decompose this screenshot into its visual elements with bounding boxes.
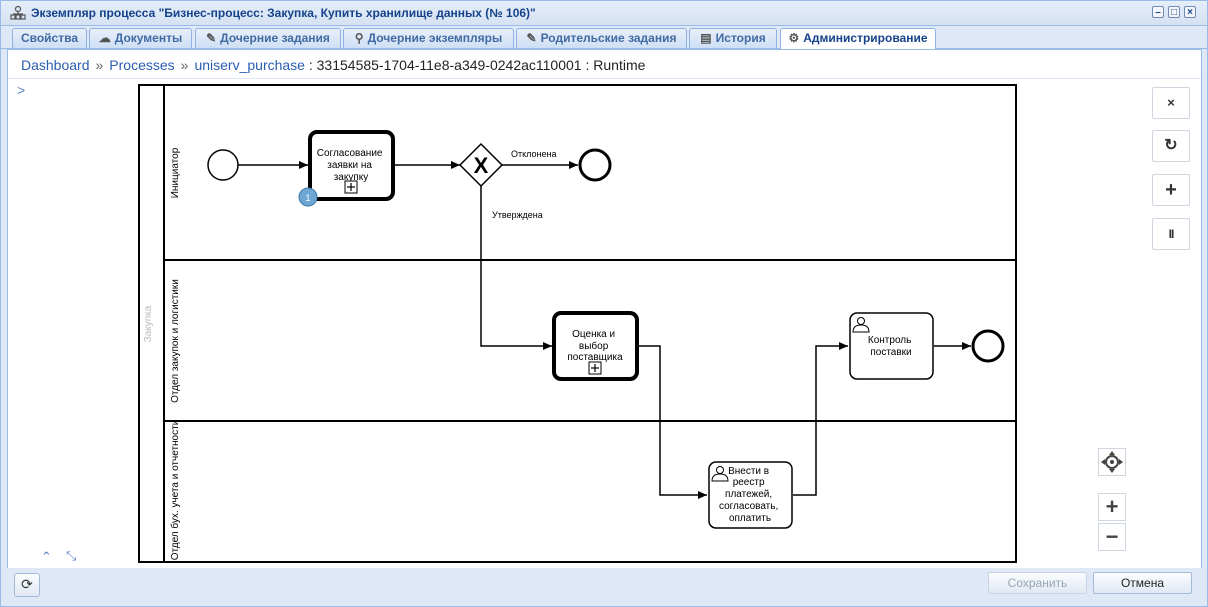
lane-procurement-label: Отдел закупок и логистики <box>170 279 181 403</box>
tab-history[interactable]: ▤История <box>689 28 777 48</box>
task-delivery-control-label: Контроль поставки <box>868 335 914 358</box>
tab-content: Dashboard » Processes » uniserv_purchase : 3… <box>7 49 1202 570</box>
end-event[interactable] <box>971 329 1005 363</box>
process-icon <box>10 5 26 20</box>
task-approve-request[interactable] <box>308 130 395 201</box>
tab-bar: Свойства ☁Документы ✎Дочерние задания ⚲Д… <box>1 26 1207 49</box>
token-count-badge[interactable] <box>298 187 318 207</box>
breadcrumb-processes[interactable]: Processes <box>109 57 175 73</box>
breadcrumb-definition[interactable]: uniserv_purchase <box>194 57 305 73</box>
tab-parent-tasks[interactable]: ✎Родительские задания <box>516 28 687 48</box>
reload-button[interactable]: ↻ <box>1152 130 1190 162</box>
flow-approved-label: Утверждена <box>492 210 543 220</box>
tab-documents[interactable]: ☁Документы <box>89 28 192 48</box>
tab-label: Администрирование <box>803 31 928 45</box>
cancel-button[interactable]: Отмена <box>1093 572 1192 594</box>
task-approve-request-label: Согласование заявки на закупку <box>317 148 386 183</box>
tab-properties[interactable]: Свойства <box>12 28 87 48</box>
crosshair-icon <box>1101 451 1123 473</box>
start-event[interactable] <box>207 149 239 181</box>
lane-initiator-label: Инициатор <box>170 147 181 198</box>
task-payment-registry[interactable] <box>708 461 793 529</box>
collapse-arrows-icon[interactable]: ⤡ <box>66 548 77 563</box>
scroll-icon: ✎ <box>206 31 217 45</box>
tab-label: Документы <box>114 31 183 45</box>
user-task-icon <box>711 466 729 482</box>
window-title: Экземпляр процесса "Бизнес-процесс: Заку… <box>31 6 536 20</box>
minimize-button[interactable]: – <box>1152 6 1164 18</box>
end-event-rejected[interactable] <box>578 148 612 182</box>
tab-label: История <box>715 31 766 45</box>
task-supplier-selection-label: Оценка и выбор поставщика <box>567 329 623 363</box>
cloud-icon: ☁ <box>98 31 111 45</box>
bpmn-canvas[interactable]: > Закупка Инициатор Отдел закупок и логи… <box>8 78 1201 570</box>
bpmn-diagram: Закупка Инициатор Отдел закупок и логист… <box>138 84 1017 563</box>
user-task-icon <box>852 317 870 333</box>
save-button[interactable]: Сохранить <box>988 572 1087 594</box>
gateway-x-icon: X <box>474 153 489 178</box>
tab-label: Свойства <box>20 31 79 45</box>
zoom-out-button[interactable]: − <box>1098 523 1126 551</box>
window-titlebar: Экземпляр процесса "Бизнес-процесс: Заку… <box>1 1 1207 26</box>
zoom-in-button[interactable]: + <box>1098 493 1126 521</box>
chevron-right-icon[interactable]: > <box>17 82 26 98</box>
task-delivery-control[interactable] <box>849 312 934 380</box>
pool-label: Закупка <box>143 305 154 342</box>
tab-label: Дочерние экземпляры <box>367 31 503 45</box>
tab-child-tasks[interactable]: ✎Дочерние задания <box>195 28 341 48</box>
tab-child-instances[interactable]: ⚲Дочерние экземпляры <box>343 28 514 48</box>
maximize-button[interactable]: □ <box>1168 6 1180 18</box>
scroll-icon: ✎ <box>526 31 537 45</box>
refresh-icon: ⟳ <box>21 576 33 592</box>
tab-label: Родительские задания <box>540 31 677 45</box>
gears-icon: ⚙ <box>788 31 800 45</box>
task-payment-registry-label: Внести в реестр платежей, согласовать, о… <box>719 466 781 524</box>
breadcrumb-dashboard[interactable]: Dashboard <box>21 57 90 73</box>
tab-administration[interactable]: ⚙Администрирование <box>780 28 936 49</box>
flow-rejected-label: Отклонена <box>511 149 556 159</box>
breadcrumb-separator: » <box>180 57 189 73</box>
fit-view-button[interactable] <box>1098 448 1126 476</box>
breadcrumb: Dashboard » Processes » uniserv_purchase : 3… <box>21 57 645 73</box>
add-button[interactable]: + <box>1152 174 1190 206</box>
token-count: 1 <box>305 193 310 203</box>
breadcrumb-instance-id: 33154585-1704-11e8-a349-0242ac110001 <box>316 57 582 73</box>
breadcrumb-colon: : <box>308 57 313 73</box>
close-window-button[interactable]: × <box>1184 6 1196 18</box>
breadcrumb-colon: : <box>585 57 590 73</box>
hierarchy-icon: ⚲ <box>354 31 364 45</box>
breadcrumb-mode: Runtime <box>593 57 646 73</box>
tab-label: Дочерние задания <box>220 31 330 45</box>
history-icon: ▤ <box>700 31 712 45</box>
pause-button[interactable]: II <box>1152 218 1190 250</box>
breadcrumb-separator: » <box>95 57 104 73</box>
lane-accounting-label: Отдел бух. учета и отчетности <box>169 420 181 561</box>
pool <box>138 84 1017 563</box>
footer-toolbar: ⟳ Сохранить Отмена <box>1 568 1207 606</box>
chevron-up-icon[interactable]: ⌃ <box>41 549 52 564</box>
refresh-button[interactable]: ⟳ <box>14 573 40 597</box>
task-supplier-selection[interactable] <box>552 311 639 381</box>
close-button[interactable]: × <box>1152 87 1190 119</box>
